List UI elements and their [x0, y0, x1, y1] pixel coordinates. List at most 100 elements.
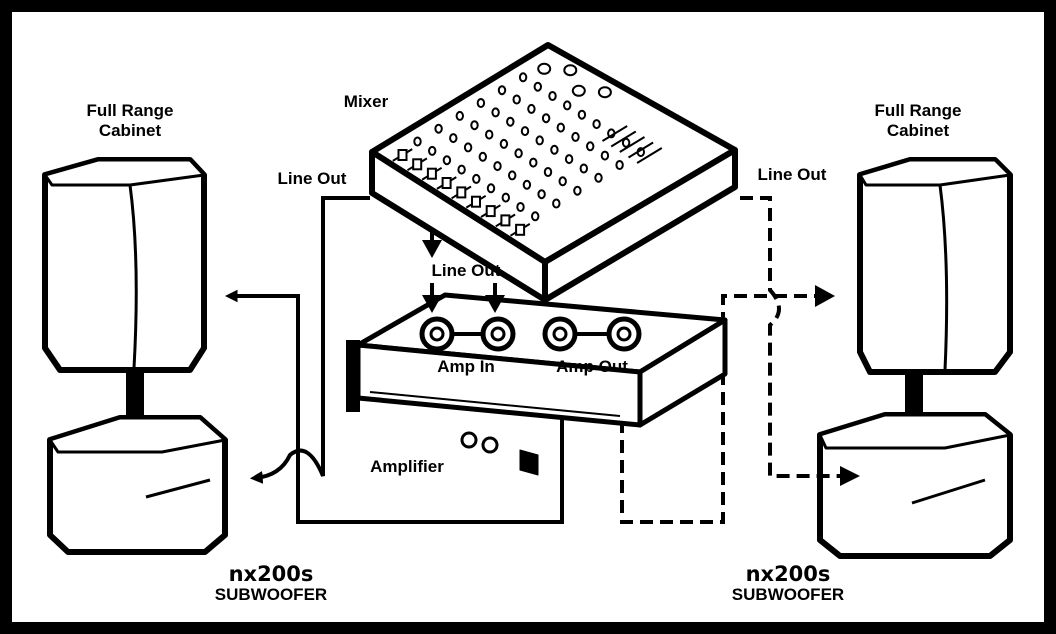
mixer-knob-icon: [563, 100, 572, 111]
mixer-knob-icon: [537, 189, 546, 200]
amp-in-jacks: [419, 316, 516, 352]
left-signal-chain: [224, 196, 564, 524]
amp-in-label: Amp In: [437, 357, 495, 376]
left-cabinet-label-line1: Full Range: [87, 101, 174, 120]
right-sub-arrowhead: [840, 466, 860, 486]
mixer-knob-icon: [499, 138, 509, 149]
mixer-knob-icon: [522, 179, 532, 190]
left-sub-brand-label: nx200s: [229, 562, 314, 586]
mixer-fader-cap-icon: [456, 186, 467, 199]
mixer-knob-icon: [529, 157, 538, 168]
mixer-meter-line: [601, 125, 628, 142]
mixer-knob-icon: [470, 120, 479, 131]
mixer-knob-icon: [457, 164, 466, 175]
left-full-range-cabinet: [42, 157, 207, 373]
mixer-knob-icon: [527, 103, 536, 114]
mixer-knob-icon: [577, 109, 587, 120]
mixer-knob-icon: [558, 176, 567, 187]
mixer-master-knob-icon: [537, 62, 552, 75]
amp-front-knobs: [460, 431, 499, 454]
left-cabinet-label-line2: Cabinet: [99, 121, 162, 140]
mixer-meter-line: [610, 130, 637, 148]
line-out-right-label: Line Out: [758, 165, 827, 184]
mixer-meter-line: [627, 141, 654, 159]
mixer-knob-icon: [592, 119, 601, 130]
mixer-fader-cap-icon: [471, 195, 481, 208]
mixer-knob-icon: [533, 81, 542, 92]
mixer-knob-icon: [550, 144, 559, 155]
mixer-fader-cap-icon: [397, 149, 408, 161]
mixer-fader-cap-icon: [485, 205, 496, 218]
mixer-fader-cap-icon: [426, 167, 437, 180]
mixer-knob-icon: [463, 142, 473, 153]
mixer-knob-icon: [548, 91, 557, 101]
mixer-knob-icon: [508, 170, 517, 181]
right-sub-brand-label: nx200s: [746, 562, 831, 586]
amp-out-label: Amp Out: [556, 357, 628, 376]
mixer-knob-icon: [472, 173, 481, 184]
mixer-knob-icon: [449, 133, 458, 144]
mixer-knob-icon: [520, 126, 530, 137]
mixer: [369, 42, 738, 303]
mixer-master-knob-icon: [571, 84, 586, 97]
mixer-label: Mixer: [344, 92, 389, 111]
left-subwoofer: [47, 415, 228, 555]
mixer-knob-icon: [413, 136, 422, 147]
mixer-knob-icon: [531, 211, 540, 222]
mixer-fader-cap-icon: [515, 223, 526, 236]
mixer-knob-icon: [518, 72, 528, 83]
right-cabinet-arrowhead: [815, 285, 835, 307]
mixer-master-knob-icon: [597, 86, 612, 99]
mixer-knob-icon: [552, 198, 561, 209]
mixer-meter-line: [636, 147, 663, 164]
mixer-knob-icon: [600, 150, 610, 161]
mixer-knob-icon: [442, 155, 452, 166]
mixer-knob-icon: [476, 98, 486, 108]
left-sub-type-label: SUBWOOFER: [215, 585, 327, 604]
mixer-knob-icon: [493, 161, 502, 172]
right-subwoofer: [817, 412, 1013, 559]
mixer-knob-icon: [512, 94, 521, 105]
mixer-controls: [392, 62, 663, 237]
mixer-knob-icon: [535, 135, 544, 146]
amplifier-label: Amplifier: [370, 457, 444, 476]
mixer-knob-icon: [491, 107, 500, 118]
mixer-knob-icon: [573, 185, 582, 196]
line-out-left-label: Line Out: [278, 169, 347, 188]
mixer-knob-icon: [434, 123, 443, 134]
mixer-knob-icon: [497, 85, 507, 96]
mixer-master-knob-icon: [563, 64, 578, 77]
right-sub-type-label: SUBWOOFER: [732, 585, 844, 604]
mixer-knob-icon: [543, 167, 553, 177]
mixer-knob-icon: [615, 160, 624, 170]
mixer-knob-icon: [516, 202, 525, 212]
mixer-knob-icon: [594, 172, 603, 183]
mixer-knob-icon: [455, 110, 464, 121]
mixer-knob-icon: [478, 151, 487, 162]
line-out-center-label: Line Out: [432, 261, 501, 280]
mixer-knob-icon: [501, 192, 510, 203]
mixer-knob-icon: [485, 129, 494, 140]
mixer-knob-icon: [621, 137, 631, 148]
mixer-knob-icon: [486, 183, 496, 194]
mixer-knob-icon: [506, 116, 515, 127]
mixer-fader-cap-icon: [412, 158, 423, 171]
mixer-fader-cap-icon: [441, 177, 452, 189]
mixer-knob-icon: [541, 113, 551, 124]
mixer-knob-icon: [556, 122, 565, 133]
mixer-knob-icon: [571, 131, 580, 142]
right-cabinet-label-line1: Full Range: [875, 101, 962, 120]
mixer-fader-cap-icon: [500, 214, 511, 227]
right-full-range-cabinet: [857, 157, 1013, 375]
right-signal-chain: [620, 196, 845, 524]
mixer-knob-icon: [564, 154, 574, 165]
mixer-knob-icon: [428, 145, 437, 156]
mixer-meter-line: [619, 136, 646, 153]
mixer-knob-icon: [579, 163, 588, 174]
mixer-knob-icon: [514, 148, 523, 159]
right-cabinet-label-line2: Cabinet: [887, 121, 950, 140]
amp-out-jacks: [542, 316, 642, 352]
